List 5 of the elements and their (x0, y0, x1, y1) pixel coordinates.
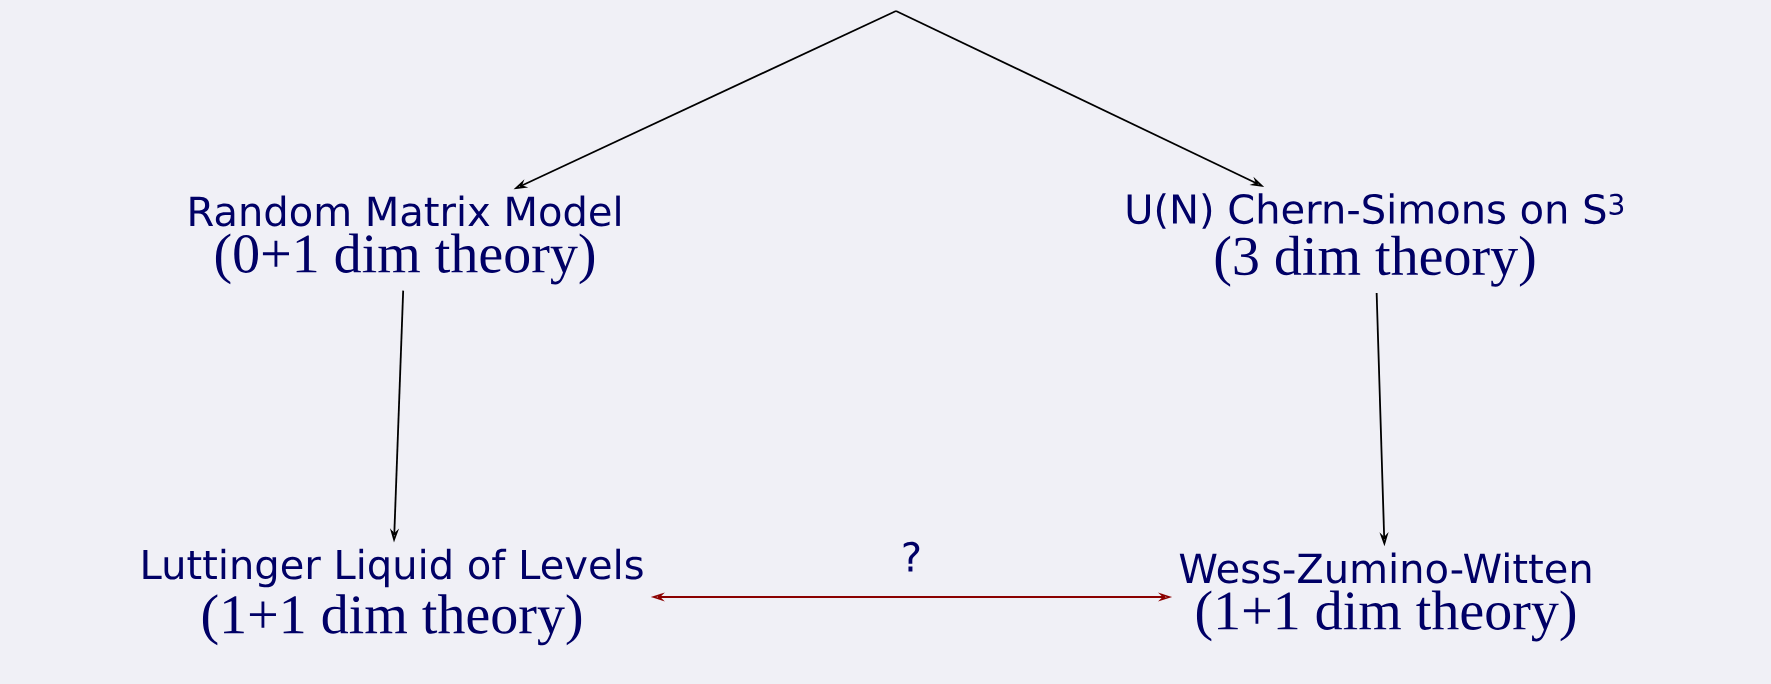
theory-label: U(N) Chern-Simons on S$^{3}$ (3 dim theory) (1127, 193, 1624, 287)
theory-label: Wess-Zumino-Witten (1+1 dim theory) (1179, 552, 1591, 642)
theory-label: Random Matrix Model (0+1 dim theory) (190, 195, 620, 285)
edge-label: ? (903, 541, 920, 572)
theory-label: Luttinger Liquid of Levels (1+1 dim theory) (143, 548, 643, 646)
